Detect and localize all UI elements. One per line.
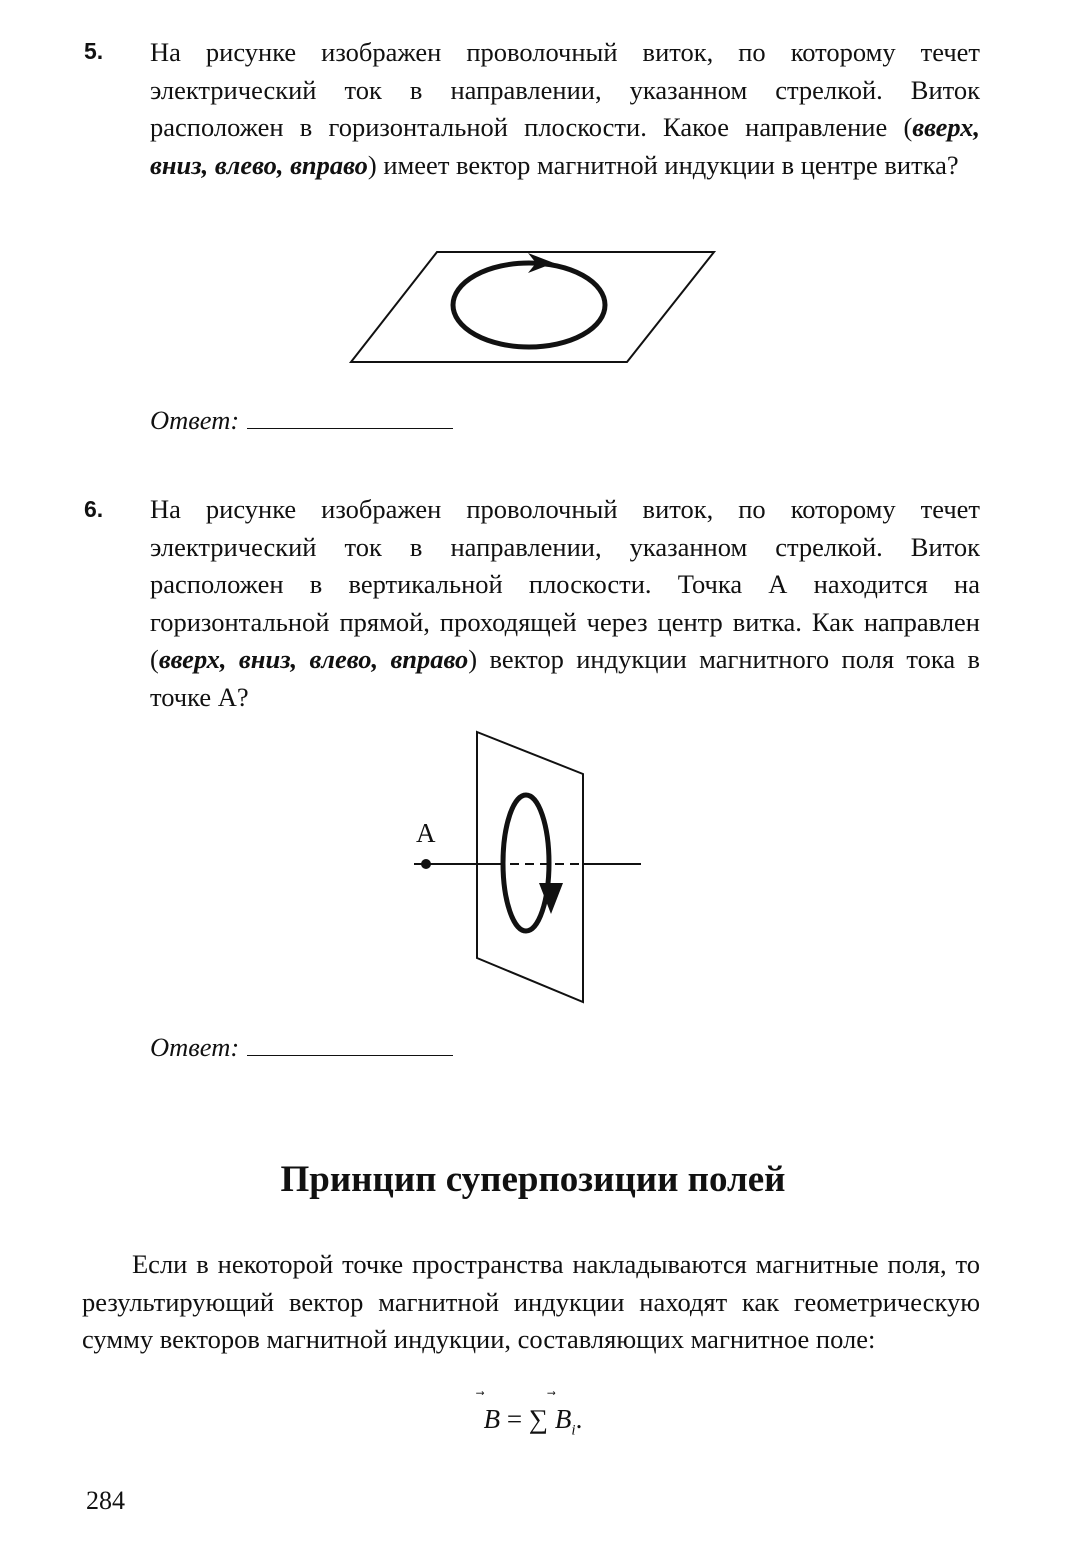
answer-label: Ответ: — [150, 1032, 240, 1062]
direction-options: вверх, вниз, влево, вправо — [158, 644, 469, 674]
answer-5: Ответ: — [150, 405, 454, 436]
answer-label: Ответ: — [150, 405, 240, 435]
point-a-label: А — [416, 818, 436, 848]
vertical-plane — [476, 730, 584, 1004]
horizontal-loop-figure — [348, 251, 717, 363]
direction-options: вверх, вниз, влево, вправо — [150, 112, 980, 180]
current-loop — [450, 260, 608, 350]
problem-number: 6. — [84, 496, 104, 522]
current-arrow-icon — [539, 883, 563, 914]
current-arrow-icon — [528, 253, 554, 273]
point-a-marker — [421, 859, 431, 869]
answer-blank[interactable] — [247, 1035, 454, 1056]
horizontal-plane — [348, 251, 717, 363]
problem-number: 5. — [84, 38, 104, 64]
problem-text: На рисунке изображен проволочный виток, … — [150, 494, 981, 712]
problem-text: На рисунке изображен проволочный виток, … — [150, 37, 980, 180]
answer-blank[interactable] — [247, 408, 454, 429]
answer-6: Ответ: — [150, 1032, 454, 1063]
vertical-loop-figure — [414, 730, 641, 1004]
section-paragraph: Если в некоторой точке пространства накл… — [82, 1249, 980, 1354]
current-loop — [500, 792, 552, 934]
section-heading: Принцип суперпозиции полей — [280, 1159, 786, 1200]
page-number: 284 — [86, 1486, 125, 1515]
superposition-formula: ⃗B = ∑ ⃗Bi. — [483, 1404, 583, 1439]
